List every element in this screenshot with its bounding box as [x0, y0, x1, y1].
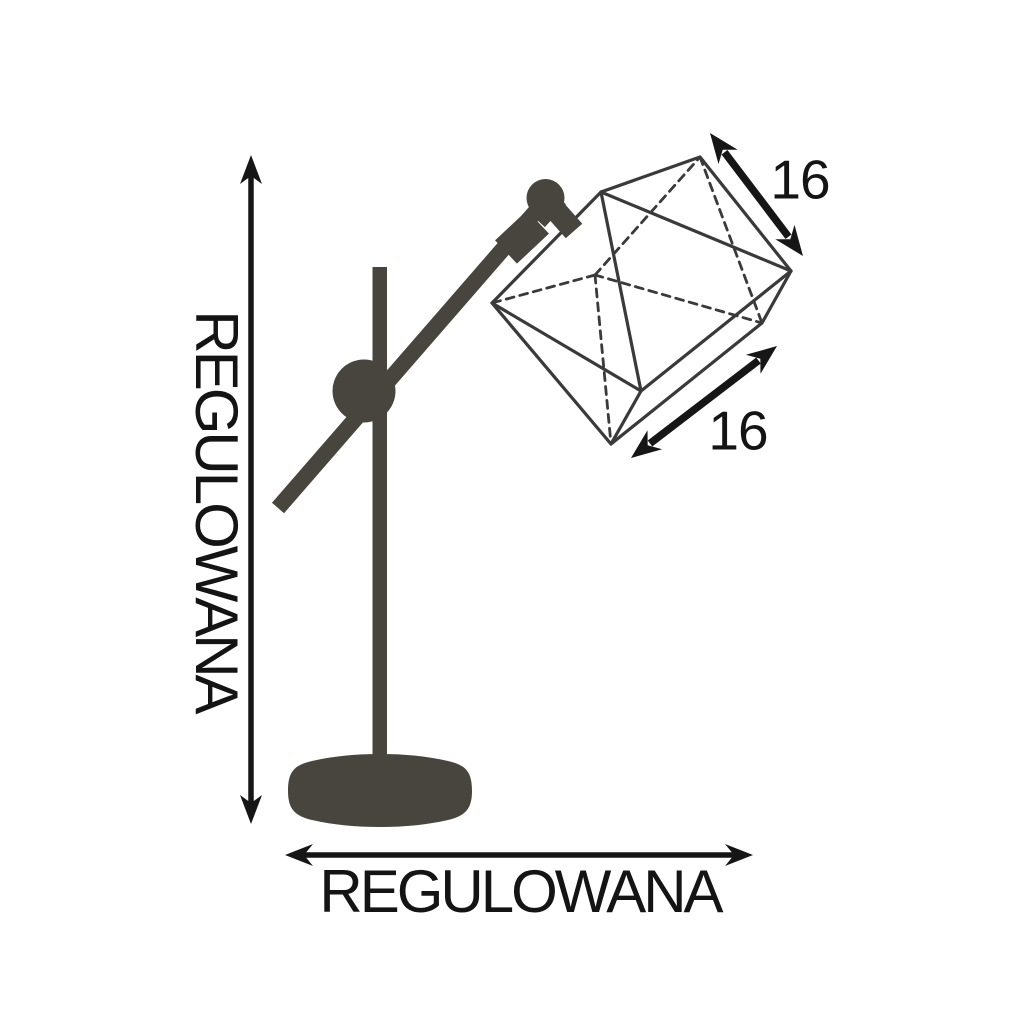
arrowhead-up-right — [745, 346, 777, 374]
arrowhead-right — [725, 844, 753, 866]
shade-dimension-label-top: 16 — [770, 148, 830, 211]
arrowhead-down-left — [631, 430, 663, 458]
shade-bottom-edge-arrow — [631, 346, 777, 458]
top-ball-joint — [526, 179, 565, 217]
horizontal-dimension-label: REGULOWANA — [319, 858, 723, 925]
shade-top-edge-arrow — [710, 133, 803, 256]
lampshade-wireframe — [490, 155, 793, 446]
arrowhead-left — [285, 844, 313, 866]
dimension-arrows — [240, 133, 803, 866]
shade-front-edge-center — [599, 190, 643, 393]
lamp-pole — [372, 267, 387, 764]
shade-front-edge-right — [639, 269, 793, 393]
arm-collar-lower — [495, 210, 549, 264]
lamp-arm — [271, 197, 550, 514]
arrowhead-up — [240, 155, 262, 184]
shade-front-edge-left — [490, 301, 643, 393]
height-arrow — [240, 155, 262, 824]
lamp-body — [271, 179, 583, 827]
lamp-base — [288, 754, 472, 827]
vertical-dimension-label: REGULOWANA — [183, 310, 250, 712]
pivot-ball-joint — [332, 359, 396, 423]
shade-face-diagonal-top — [599, 190, 793, 273]
arrowhead-down — [240, 795, 262, 824]
width-arrow — [285, 844, 753, 866]
arrowhead-down-right — [775, 224, 803, 256]
shade-dimension-label-bottom: 16 — [708, 399, 768, 462]
shade-front-edge-bottom — [609, 389, 643, 446]
arrowhead-up-left — [710, 133, 738, 165]
